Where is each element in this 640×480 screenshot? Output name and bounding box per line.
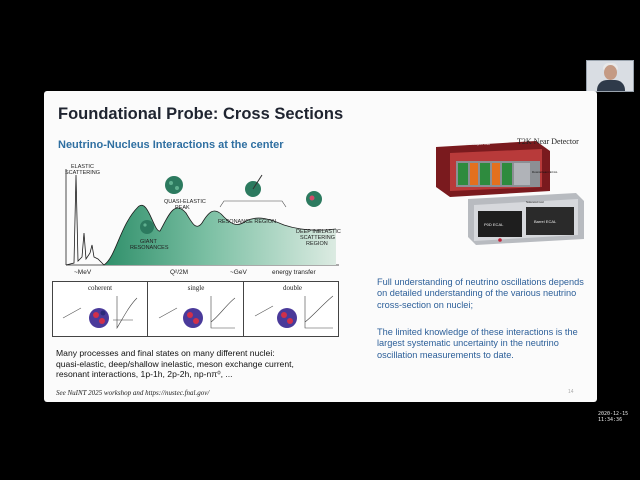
processes-line-1: Many processes and final states on many … (56, 348, 275, 358)
label-quasi-elastic-peak: PEAK (175, 205, 190, 211)
participant-head (604, 65, 617, 80)
coherent-nucleus-icon (62, 296, 138, 330)
processes-line-2: quasi-elastic, deep/shallow inelastic, m… (56, 358, 294, 369)
detector-part-p0d: P0D ECAL (484, 222, 504, 227)
label-scattering: SCATTERING (300, 235, 335, 241)
shared-slide: Foundational Probe: Cross Sections Neutr… (44, 91, 597, 402)
resonance-region-bracket (219, 200, 287, 208)
paragraph-oscillations: Full understanding of neutrino oscillati… (377, 277, 584, 310)
processes-line-3: resonant interactions, 1p-1h, 2p-2h, np-… (56, 369, 233, 379)
channel-double-label: double (282, 284, 303, 292)
cross-section-spectrum-figure: ELASTIC SCATTERING QUASI-ELASTIC PEAK GI… (65, 164, 341, 276)
detector-part-magnet: UA1 Magnet Yoke (466, 142, 490, 146)
channel-coherent: coherent (53, 282, 148, 336)
paragraph-uncertainty: The limited knowledge of these interacti… (377, 327, 578, 360)
axis-label-gev: ~GeV (230, 269, 247, 276)
recording-timestamp: 2020-12-15 11:34:36 (598, 411, 629, 423)
interaction-channels-diagram: coherent single double (52, 281, 339, 337)
label-region: REGION (306, 241, 328, 247)
processes-text: Many processes and final states on many … (56, 348, 346, 380)
label-quasi-elastic: QUASI-ELASTIC (164, 199, 206, 205)
single-nucleus-icon (158, 296, 236, 329)
slide-subtitle: Neutrino-Nucleus Interactions at the cen… (58, 139, 284, 151)
label-deep-inelastic: DEEP INELASTIC (296, 229, 341, 235)
slide-title: Foundational Probe: Cross Sections (58, 105, 344, 123)
detector-label: T2K Near Detector (517, 137, 579, 146)
channel-single-label: single (187, 284, 205, 292)
label-giant-resonances: RESONANCES (130, 245, 169, 251)
label-giant: GIANT (140, 239, 157, 245)
quasi-elastic-nucleus-icon (165, 176, 183, 194)
detector-part-barrel: Barrel ECAL (534, 219, 557, 224)
label-elastic: ELASTIC (71, 164, 94, 170)
detector-part-solenoid: Solenoid Coil (526, 200, 544, 204)
channel-double: double (245, 282, 340, 336)
spectrum-fill (104, 205, 336, 265)
axis-label-q2-2m: Q²/2M (170, 269, 188, 276)
double-nucleus-icon (254, 295, 334, 329)
axis-label-mev: ~MeV (74, 269, 92, 276)
slide-page-number: 14 (568, 389, 574, 395)
t2k-near-detector-illustration: UA1 Magnet Yoke Downstream ECAL Solenoid… (436, 141, 584, 245)
spectrum-curve (65, 174, 337, 266)
channel-single: single (149, 282, 244, 336)
axis-label-energy-transfer: energy transfer (272, 269, 317, 276)
detector-part-downstream: Downstream ECAL (532, 170, 558, 174)
giant-resonance-nucleus-icon (140, 220, 154, 234)
reference-note: See NuINT 2025 workshop and https://nust… (56, 389, 210, 397)
label-resonance-region: RESONANCE REGION (218, 219, 276, 225)
label-elastic-2: SCATTERING (65, 170, 100, 176)
channel-coherent-label: coherent (87, 284, 113, 292)
participant-thumbnail[interactable] (586, 60, 634, 92)
participant-body (597, 80, 625, 91)
